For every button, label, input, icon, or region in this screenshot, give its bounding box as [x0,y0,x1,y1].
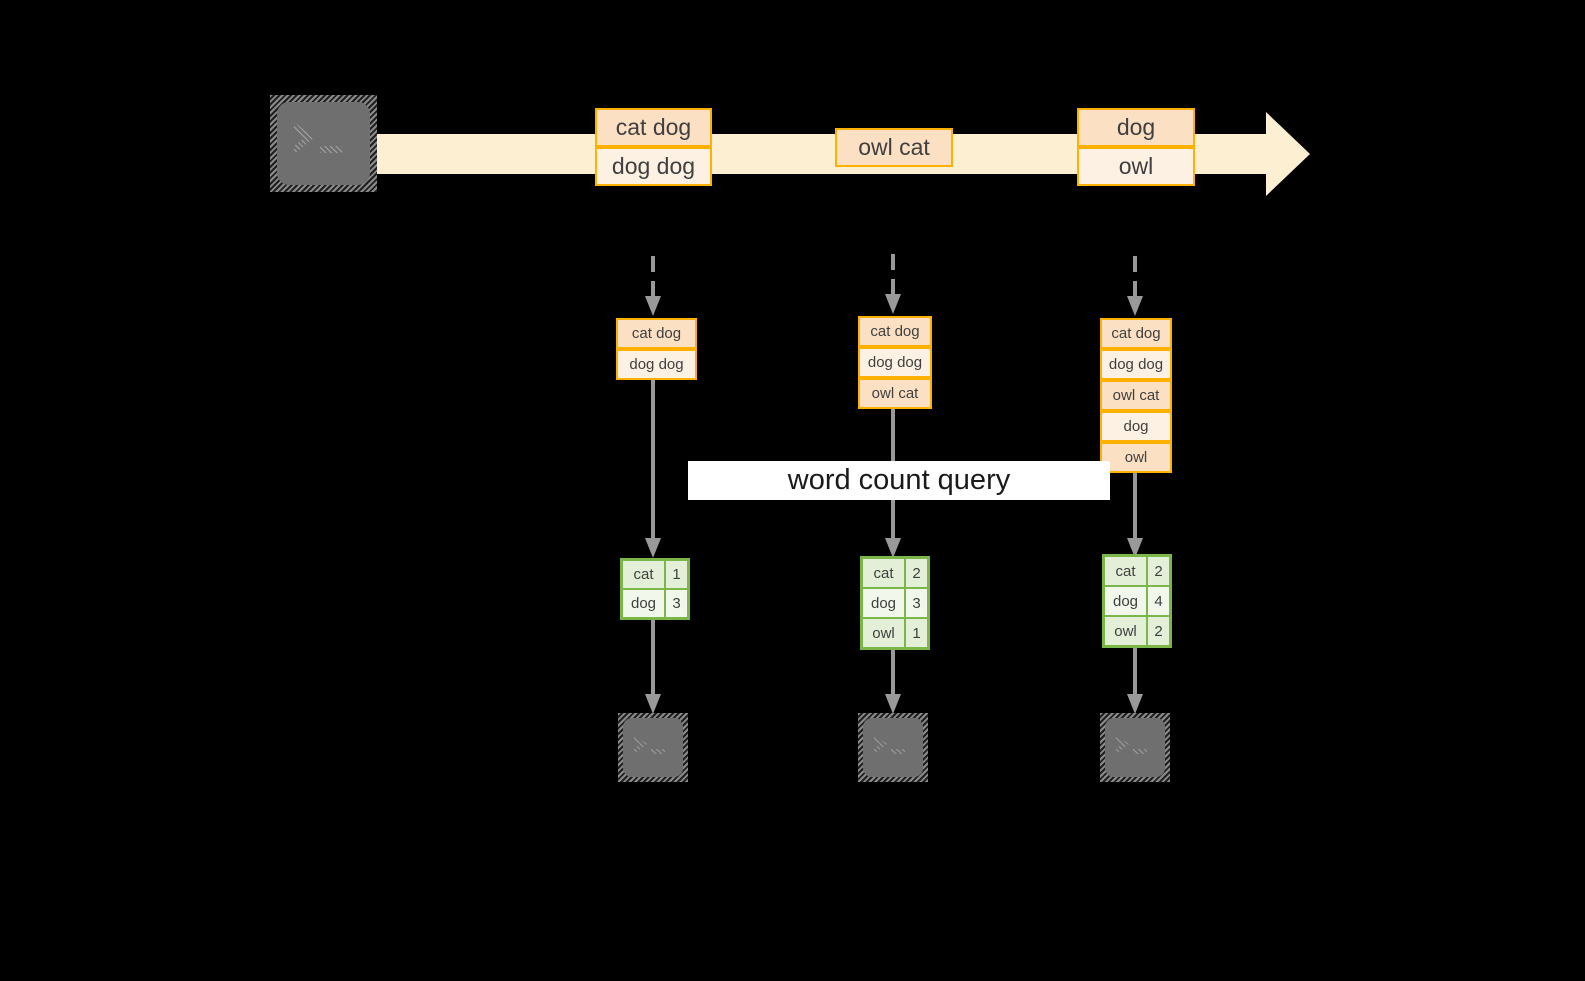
terminal-body [1105,718,1165,777]
down-arrow-icon [1125,648,1145,718]
terminal-prompt-glyph [1100,713,1170,782]
result-table[interactable]: cat 1 dog 3 [620,558,690,620]
buffer-line[interactable]: cat dog [858,316,932,347]
terminal-body [623,718,683,777]
count-cell: 1 [664,559,689,590]
terminal-body [863,718,923,777]
down-arrow-icon [643,618,663,718]
buffer-line[interactable]: cat dog [616,318,697,349]
table-row[interactable]: owl 1 [861,617,929,649]
dashed-down-arrow-icon [1125,256,1145,320]
stream-message-line[interactable]: owl [1077,147,1195,186]
buffer-line[interactable]: dog dog [616,349,697,380]
word-cell: owl [1103,615,1148,647]
buffer-line[interactable]: dog [1100,411,1172,442]
word-cell: cat [1103,555,1148,587]
buffer-line[interactable]: dog dog [858,347,932,378]
buffer-line[interactable]: dog dog [1100,349,1172,380]
word-cell: dog [1103,585,1148,617]
count-cell: 2 [1146,615,1171,647]
terminal-body [277,102,370,185]
word-cell: owl [861,617,906,649]
terminal-prompt-glyph [270,95,377,192]
down-arrow-icon [1125,472,1145,562]
buffer-line[interactable]: cat dog [1100,318,1172,349]
stream-message-line[interactable]: dog [1077,108,1195,147]
table-row[interactable]: cat 2 [861,557,929,589]
result-table[interactable]: cat 2 dog 3 owl 1 [860,556,930,650]
table-row[interactable]: dog 4 [1103,585,1171,617]
result-table[interactable]: cat 2 dog 4 owl 2 [1102,554,1172,648]
query-label: word count query [688,461,1110,500]
source-terminal-icon[interactable] [270,95,377,192]
word-cell: cat [861,557,906,589]
down-arrow-icon [643,378,663,562]
table-row[interactable]: dog 3 [621,588,689,619]
buffer-line[interactable]: owl cat [1100,380,1172,411]
terminal-prompt-glyph [618,713,688,782]
dashed-down-arrow-icon [643,256,663,320]
stream-message-line[interactable]: dog dog [595,147,712,186]
terminal-prompt-glyph [858,713,928,782]
word-cell: dog [861,587,906,619]
sink-terminal-icon[interactable] [618,713,688,782]
dashed-down-arrow-icon [883,254,903,318]
buffer-line[interactable]: owl [1100,442,1172,473]
table-row[interactable]: owl 2 [1103,615,1171,647]
count-cell: 1 [904,617,929,649]
sink-terminal-icon[interactable] [1100,713,1170,782]
count-cell: 2 [904,557,929,589]
count-cell: 4 [1146,585,1171,617]
count-cell: 3 [664,588,689,619]
word-cell: dog [621,588,666,619]
sink-terminal-icon[interactable] [858,713,928,782]
count-cell: 2 [1146,555,1171,587]
word-cell: cat [621,559,666,590]
table-row[interactable]: cat 1 [621,559,689,590]
stream-message-line[interactable]: owl cat [835,128,953,167]
count-cell: 3 [904,587,929,619]
down-arrow-icon [883,648,903,718]
stream-message-line[interactable]: cat dog [595,108,712,147]
buffer-line[interactable]: owl cat [858,378,932,409]
table-row[interactable]: cat 2 [1103,555,1171,587]
table-row[interactable]: dog 3 [861,587,929,619]
